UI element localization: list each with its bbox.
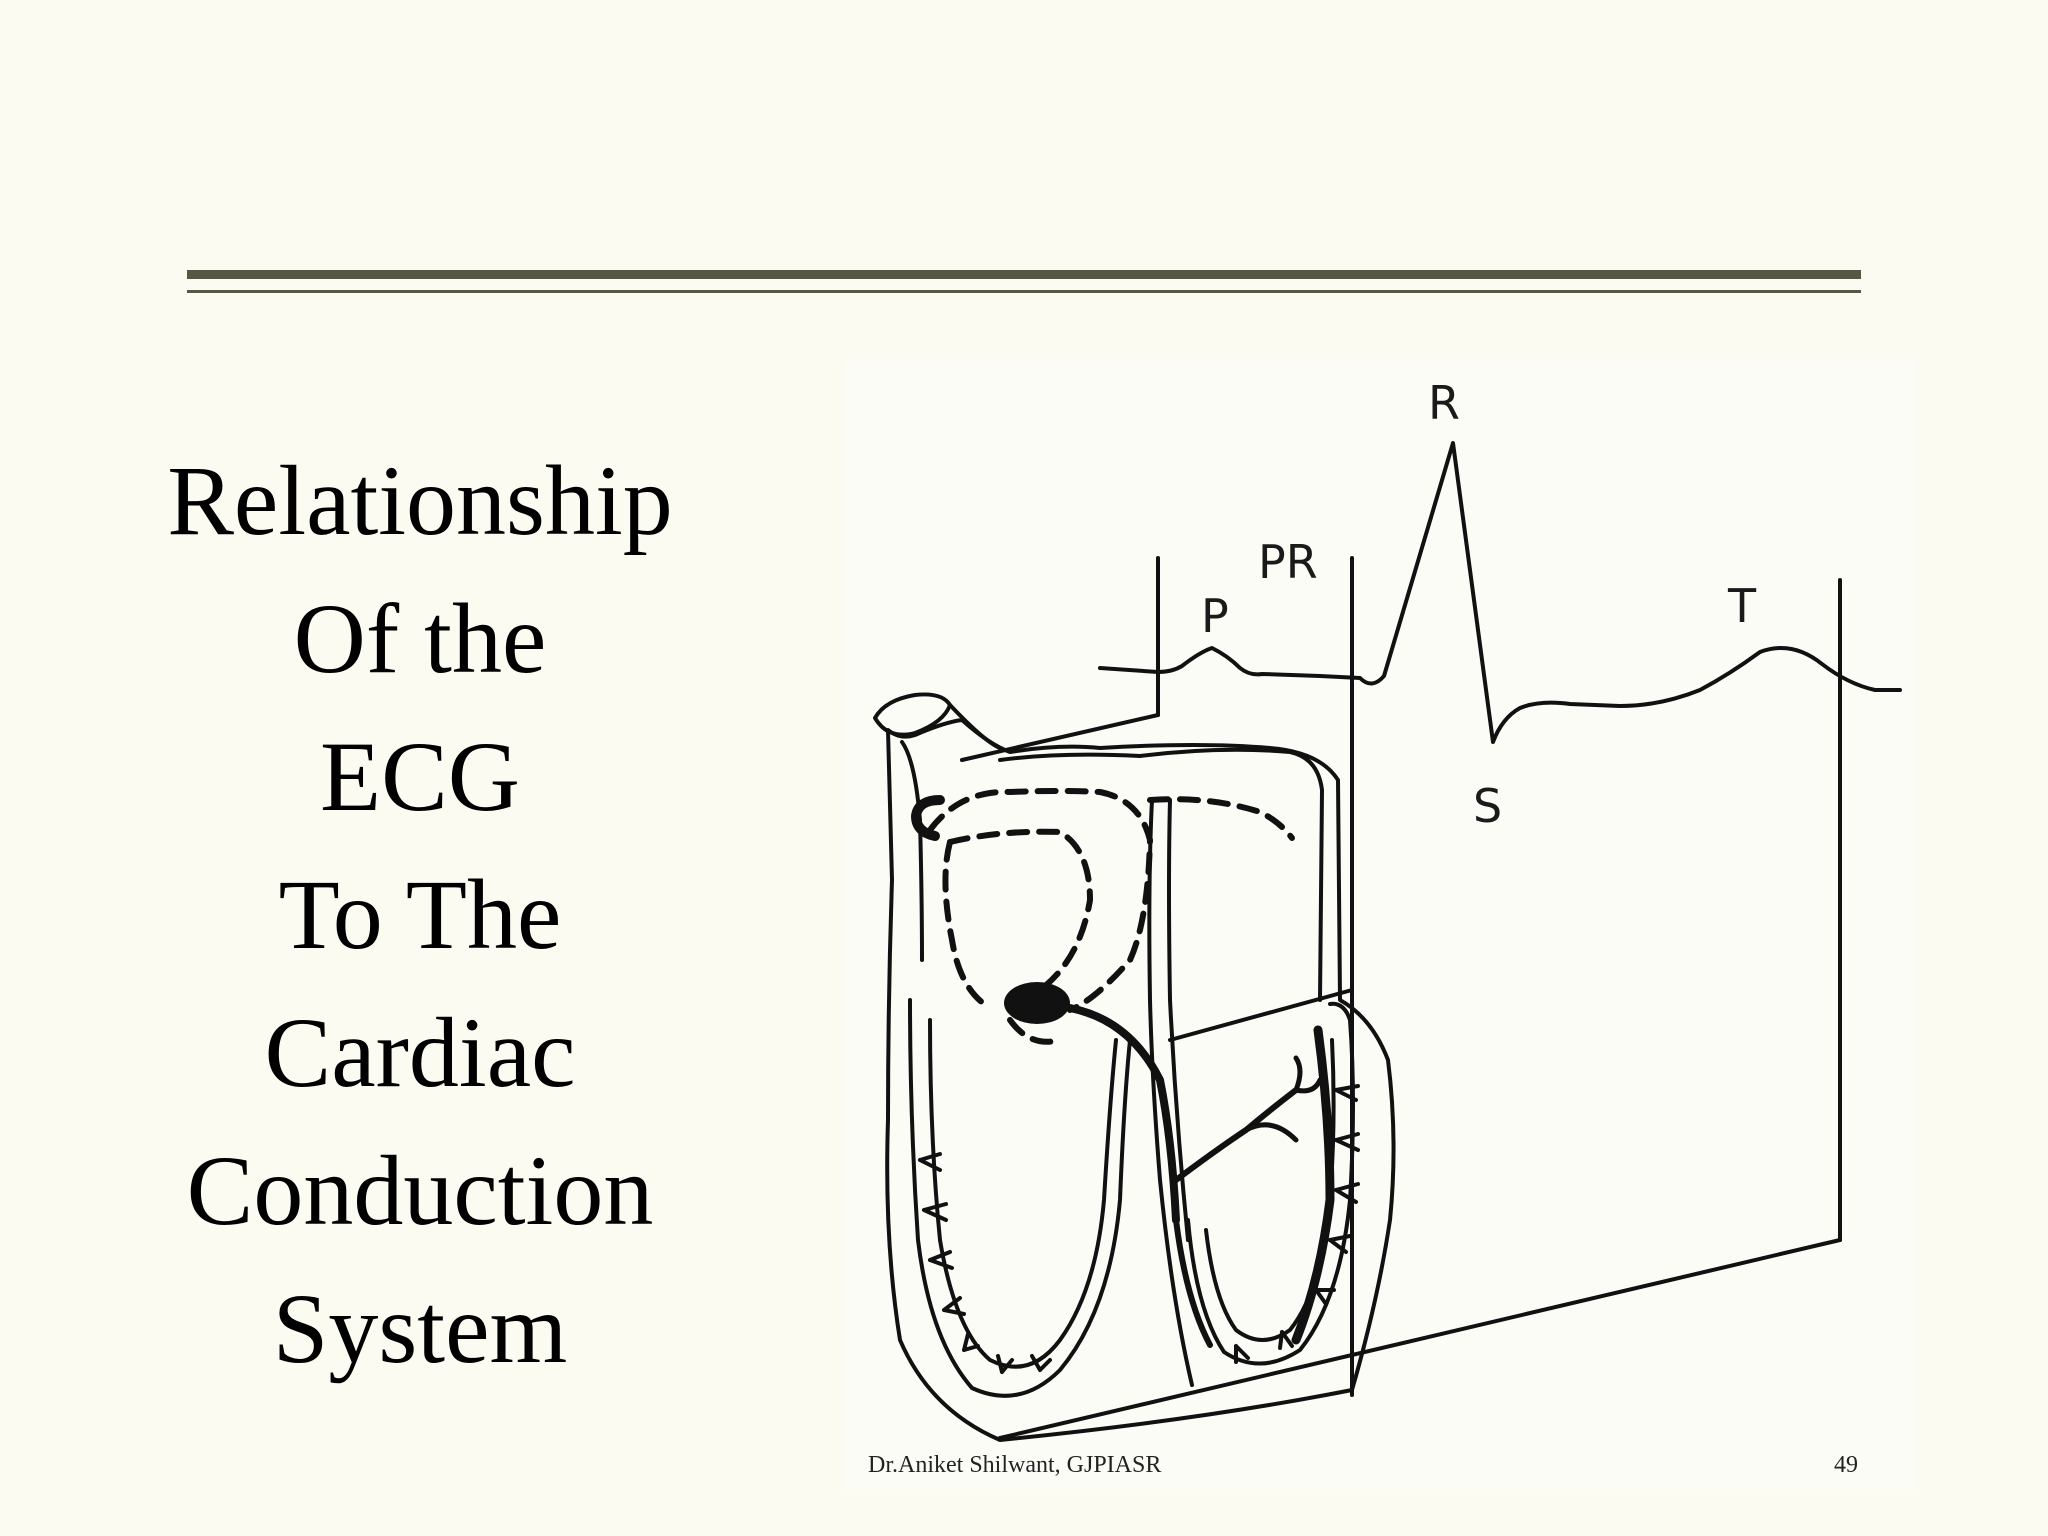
ecg-label-t: T bbox=[1727, 579, 1757, 633]
internodal-pathway-1 bbox=[927, 788, 1153, 1013]
left-bundle-branch bbox=[1173, 1087, 1299, 1183]
footer-author: Dr.Aniket Shilwant, GJPIASR bbox=[868, 1452, 1162, 1478]
title-line-3: ECG bbox=[320, 721, 520, 832]
purkinje-fibers-left bbox=[918, 1152, 1052, 1374]
internodal-pathway-3 bbox=[942, 839, 993, 1011]
av-node bbox=[1004, 982, 1070, 1024]
purkinje-fibers-right bbox=[1234, 1084, 1360, 1364]
right-ventricle-wall bbox=[1186, 1001, 1355, 1366]
heart-outline bbox=[885, 718, 1396, 1442]
title-line-2: Of the bbox=[293, 583, 547, 694]
header-rule-thin bbox=[187, 290, 1861, 293]
aorta bbox=[873, 692, 952, 737]
bundle-of-his bbox=[1066, 1004, 1180, 1224]
title-line-6: Conduction bbox=[186, 1135, 654, 1246]
sa-node bbox=[911, 795, 945, 841]
right-ventricle-inner bbox=[1204, 1038, 1336, 1342]
projection-atria bbox=[960, 713, 1160, 762]
left-ventricle-wall bbox=[908, 998, 1132, 1398]
ecg-label-p: P bbox=[1201, 589, 1229, 643]
septum-inner bbox=[1167, 798, 1190, 1242]
header-rule-thick bbox=[187, 270, 1861, 279]
figure-background bbox=[845, 360, 1915, 1490]
atria-inner-wall bbox=[998, 747, 1324, 1002]
ecg-label-pr: PR bbox=[1258, 535, 1318, 589]
ecg-label-s: S bbox=[1473, 779, 1502, 833]
bachmann-bundle bbox=[1147, 796, 1295, 841]
av-node-ring bbox=[1007, 1017, 1063, 1045]
ecg-waveform bbox=[1098, 441, 1902, 744]
projection-base bbox=[998, 1238, 1842, 1440]
right-bundle-branch bbox=[1173, 1217, 1213, 1348]
title-line-5: Cardiac bbox=[264, 997, 576, 1108]
footer-page-number: 49 bbox=[1834, 1452, 1858, 1478]
left-atrium-inner bbox=[900, 740, 924, 962]
left-ventricle-inner bbox=[928, 1018, 1118, 1369]
vessel-curve bbox=[948, 703, 1002, 750]
title-line-7: System bbox=[272, 1273, 568, 1384]
projection-node bbox=[1168, 988, 1354, 1042]
slide-title: Relationship Of the ECG To The Cardiac C… bbox=[100, 432, 740, 1398]
lateral-branch bbox=[1291, 1025, 1335, 1345]
left-bundle-fork-3 bbox=[1293, 1077, 1323, 1094]
ecg-label-r: R bbox=[1428, 376, 1460, 430]
title-line-4: To The bbox=[278, 859, 562, 970]
left-bundle-fork-1 bbox=[1243, 1122, 1299, 1143]
title-line-1: Relationship bbox=[167, 445, 673, 556]
left-bundle-fork-2 bbox=[1293, 1055, 1303, 1093]
